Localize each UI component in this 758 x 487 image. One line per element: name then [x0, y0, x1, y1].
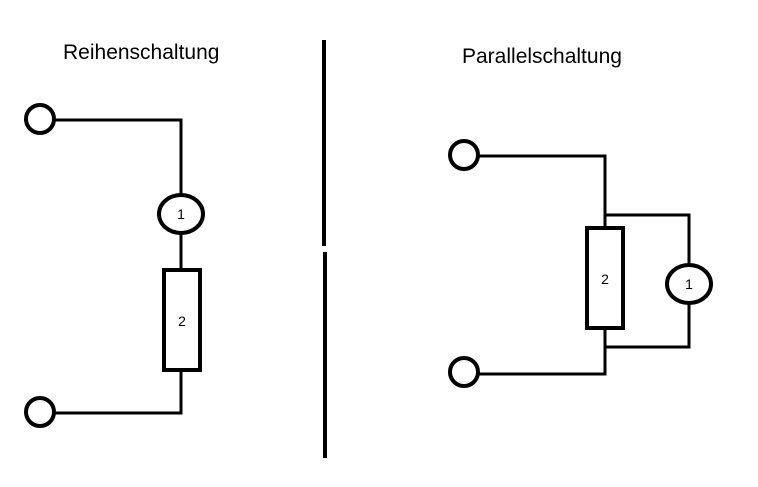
parallel-bottom-terminal [448, 356, 480, 388]
series-top-terminal [24, 103, 56, 135]
series-lamp-label: 1 [177, 206, 185, 222]
divider [322, 40, 327, 458]
series-circuit-title: Reihenschaltung [63, 41, 219, 64]
series-circuit: Reihenschaltung 1 2 [24, 41, 219, 428]
parallel-resistor-label: 2 [601, 271, 609, 287]
parallel-circuit: Parallelschaltung 2 1 [448, 45, 713, 388]
series-bottom-terminal [24, 396, 56, 428]
parallel-wires [478, 154, 691, 376]
parallel-top-terminal [448, 139, 480, 171]
parallel-circuit-title: Parallelschaltung [462, 45, 622, 68]
series-wires [54, 118, 183, 415]
parallel-lamp-label: 1 [685, 276, 693, 292]
parallel-lamp: 1 [665, 263, 713, 305]
series-resistor: 2 [162, 268, 202, 372]
series-resistor-label: 2 [178, 313, 186, 329]
parallel-resistor: 2 [585, 226, 625, 330]
series-lamp: 1 [157, 193, 205, 235]
